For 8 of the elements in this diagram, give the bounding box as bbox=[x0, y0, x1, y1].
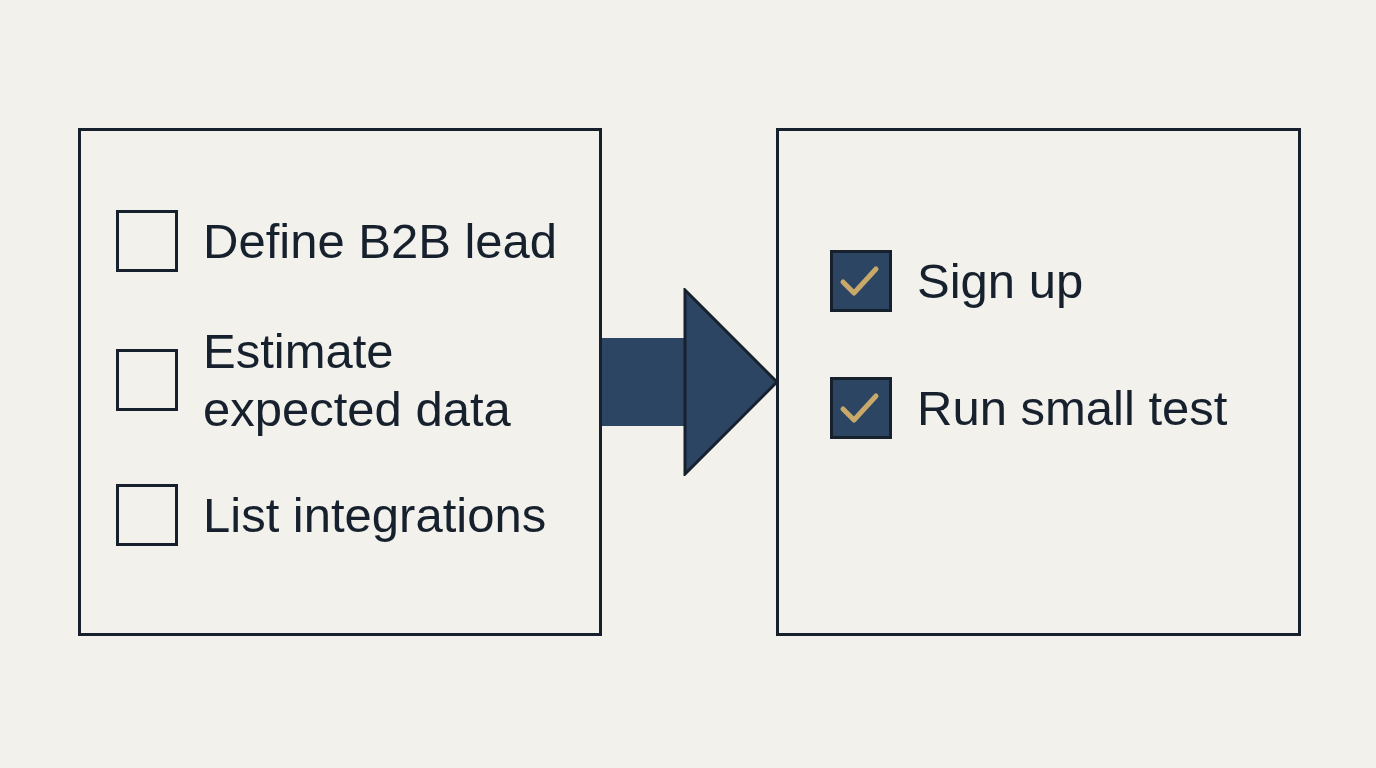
checklist-text: Sign up bbox=[917, 253, 1084, 310]
panel bbox=[78, 128, 602, 636]
checklist-text: Define B2B lead bbox=[203, 213, 558, 270]
checklist-text: List integrations bbox=[203, 487, 547, 544]
checklist-text: Run small test bbox=[917, 380, 1228, 437]
block-arrow bbox=[601, 288, 779, 476]
checklist-text: Estimate expected data bbox=[203, 323, 512, 438]
panel bbox=[776, 128, 1301, 636]
